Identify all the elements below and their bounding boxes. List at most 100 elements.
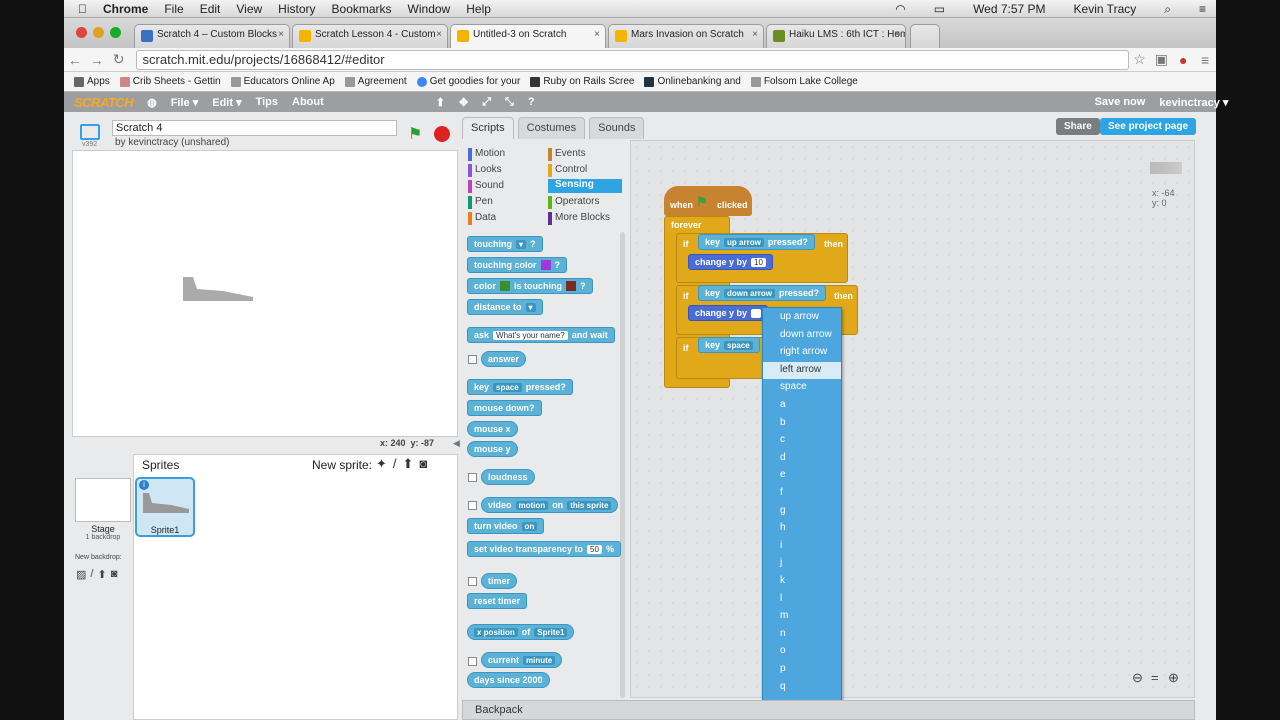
sprite-on-stage[interactable]	[183, 275, 263, 305]
browser-tab[interactable]: Scratch 4 – Custom Blocks×	[134, 24, 290, 48]
category-sound[interactable]: Sound	[468, 180, 542, 194]
video-target-dropdown[interactable]: this sprite	[567, 500, 612, 510]
category-more-blocks[interactable]: More Blocks	[548, 212, 622, 226]
key-dropdown[interactable]: up arrow	[724, 237, 764, 247]
brush-icon[interactable]: /	[90, 568, 94, 580]
dropdown-option[interactable]: c	[780, 434, 785, 446]
video-state-dropdown[interactable]: on	[521, 521, 538, 531]
change-y-input[interactable]	[751, 308, 762, 318]
block-touching-color[interactable]: touching color?	[467, 257, 567, 273]
backpack-bar[interactable]: Backpack	[462, 700, 1195, 720]
tab-costumes[interactable]: Costumes	[517, 117, 586, 139]
dropdown-option[interactable]: n	[780, 627, 786, 639]
menu-file[interactable]: File ▾	[170, 96, 199, 109]
collapse-stage-icon[interactable]: ◀	[453, 438, 460, 448]
transparency-input[interactable]: 50	[587, 544, 602, 554]
zoom-reset-icon[interactable]: =	[1151, 670, 1159, 685]
block-touching[interactable]: touching▾?	[467, 236, 543, 252]
tab-scripts[interactable]: Scripts	[462, 117, 514, 139]
tab-sounds[interactable]: Sounds	[589, 117, 645, 139]
answer-checkbox[interactable]	[468, 355, 477, 364]
color-swatch[interactable]	[566, 281, 577, 291]
dropdown-option[interactable]: g	[780, 504, 786, 516]
bookmark-item[interactable]: Agreement	[344, 76, 407, 87]
bookmark-item[interactable]: Crib Sheets - Gettin	[119, 76, 221, 87]
dropdown-option[interactable]: f	[780, 487, 783, 498]
stage-thumbnail[interactable]	[75, 478, 131, 522]
menu-window[interactable]: Window	[398, 1, 451, 16]
menu-bookmarks[interactable]: Bookmarks	[322, 1, 392, 16]
color-swatch[interactable]	[540, 260, 551, 270]
sprite-dropdown[interactable]: Sprite1	[534, 627, 568, 637]
bookmark-item[interactable]: Onlinebanking and	[644, 76, 741, 87]
menu-about[interactable]: About	[292, 96, 324, 108]
palette-scrollbar[interactable]	[620, 232, 625, 698]
color-swatch[interactable]	[500, 281, 511, 291]
dropdown-option[interactable]: down arrow	[780, 328, 832, 340]
battery-icon[interactable]: ▭	[933, 2, 946, 16]
video-attribute-dropdown[interactable]: motion	[515, 500, 549, 510]
attribute-dropdown[interactable]: x position	[474, 627, 518, 637]
menu-view[interactable]: View	[227, 1, 262, 16]
dropdown-option[interactable]: a	[780, 399, 786, 410]
scratch-logo[interactable]: SCRATCH	[74, 94, 134, 110]
zoom-window-icon[interactable]	[110, 27, 121, 38]
sprite-library-icon[interactable]: ✦	[376, 456, 387, 471]
account-menu[interactable]: kevinctracy ▾	[1159, 96, 1229, 109]
stop-icon[interactable]	[434, 126, 450, 142]
menu-help[interactable]: Help	[457, 1, 491, 16]
category-pen[interactable]: Pen	[468, 196, 542, 210]
dropdown-option[interactable]: m	[780, 610, 789, 622]
dropdown-option[interactable]: q	[780, 680, 786, 692]
dropdown-option[interactable]: left arrow	[763, 361, 841, 379]
grow-icon[interactable]: ⤢	[482, 95, 492, 108]
ask-input[interactable]: What's your name?	[493, 330, 568, 340]
menu-edit[interactable]: Edit	[190, 1, 221, 16]
browser-tab[interactable]: Haiku LMS : 6th ICT : Hom×	[766, 24, 906, 48]
wifi-icon[interactable]: ◠	[895, 2, 906, 16]
block-reset-timer[interactable]: reset timer	[467, 593, 528, 609]
close-tab-icon[interactable]: ×	[278, 29, 284, 40]
help-icon[interactable]: ?	[527, 96, 535, 108]
key-dropdown[interactable]: space	[493, 382, 522, 392]
category-motion[interactable]: Motion	[468, 148, 542, 162]
dropdown-option[interactable]: i	[780, 539, 783, 551]
script-area[interactable]	[630, 140, 1195, 698]
close-tab-icon[interactable]: ×	[594, 29, 600, 40]
menu-icon[interactable]: ≡	[1200, 51, 1210, 68]
upload-sprite-icon[interactable]: ⬆	[402, 456, 414, 471]
browser-tab[interactable]: Mars Invasion on Scratch×	[608, 24, 764, 48]
minimize-window-icon[interactable]	[93, 27, 104, 38]
globe-icon[interactable]: ◍	[147, 96, 157, 109]
dropdown-option[interactable]: e	[780, 469, 786, 481]
star-icon[interactable]: ☆	[1133, 51, 1146, 67]
browser-tab-active[interactable]: Untitled-3 on Scratch×	[450, 24, 606, 48]
close-tab-icon[interactable]: ×	[752, 29, 758, 40]
reload-icon[interactable]: ↻	[112, 51, 125, 67]
menu-file[interactable]: File	[155, 1, 183, 16]
camera-icon[interactable]: ◙	[110, 568, 118, 580]
upload-icon[interactable]: ⬆	[97, 569, 107, 581]
cut-icon[interactable]: ✥	[459, 96, 469, 109]
back-icon[interactable]: ←	[67, 51, 82, 68]
category-operators[interactable]: Operators	[548, 196, 622, 210]
change-y-block[interactable]: change y by	[688, 305, 769, 321]
dropdown-option[interactable]: right arrow	[780, 346, 828, 358]
browser-tab[interactable]: Scratch Lesson 4 - Custom×	[292, 24, 448, 48]
menu-tips[interactable]: Tips	[255, 96, 279, 108]
new-tab-button[interactable]	[910, 24, 940, 48]
user-name[interactable]: Kevin Tracy	[1073, 2, 1137, 16]
block-mouse-x[interactable]: mouse x	[467, 421, 518, 437]
category-looks[interactable]: Looks	[468, 164, 542, 178]
key-dropdown[interactable]: down arrow	[724, 288, 775, 298]
bookmark-item[interactable]: Folsom Lake College	[750, 76, 858, 87]
extension-icon[interactable]: ▣	[1154, 51, 1168, 67]
dropdown-option[interactable]: up arrow	[780, 311, 819, 322]
dropdown-option[interactable]: b	[780, 416, 786, 428]
